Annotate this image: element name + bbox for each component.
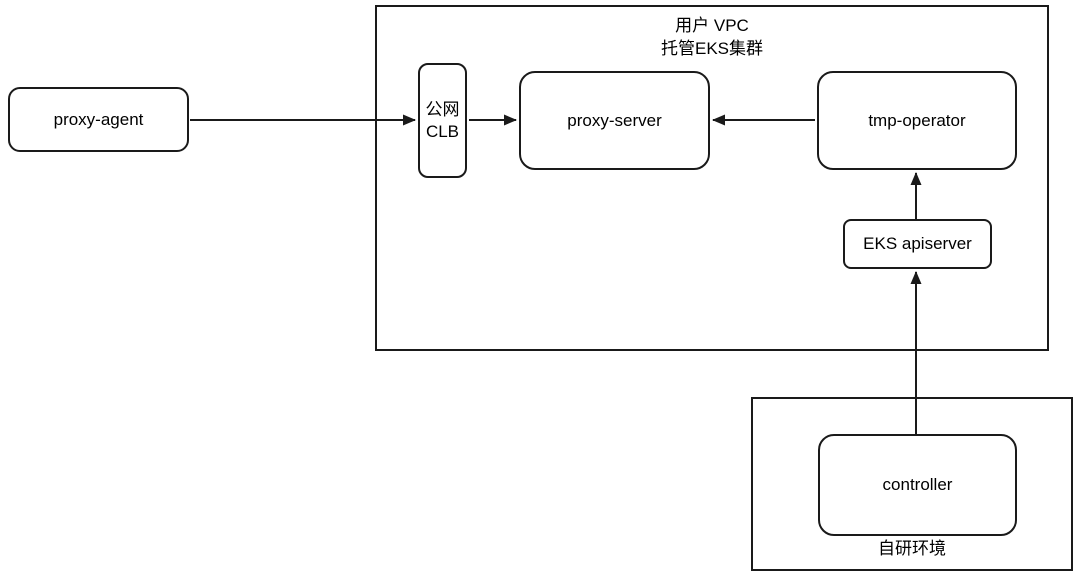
node-proxy-server: proxy-server: [519, 71, 710, 170]
vpc-label-line2: 托管EKS集群: [660, 39, 764, 58]
node-tmp-operator: tmp-operator: [817, 71, 1017, 170]
vpc-container: 用户 VPC 托管EKS集群: [375, 5, 1049, 351]
node-proxy-agent: proxy-agent: [8, 87, 189, 152]
self-dev-container-label: 自研环境: [878, 539, 946, 558]
node-public-clb: 公网 CLB: [418, 63, 467, 178]
node-public-clb-label-line1: 公网: [425, 99, 460, 119]
node-eks-apiserver: EKS apiserver: [843, 219, 992, 269]
node-controller-label: controller: [882, 475, 953, 494]
node-tmp-operator-label: tmp-operator: [868, 110, 966, 130]
vpc-container-label: 用户 VPC 托管EKS集群: [377, 14, 1047, 60]
node-proxy-agent-label: proxy-agent: [53, 109, 144, 129]
node-public-clb-label-line2: CLB: [425, 121, 460, 141]
node-proxy-server-label: proxy-server: [567, 110, 662, 130]
self-dev-container: 自研环境: [751, 397, 1073, 571]
node-eks-apiserver-label: EKS apiserver: [863, 234, 972, 253]
vpc-label-line1: 用户 VPC: [675, 16, 749, 35]
node-controller: controller: [818, 434, 1017, 536]
